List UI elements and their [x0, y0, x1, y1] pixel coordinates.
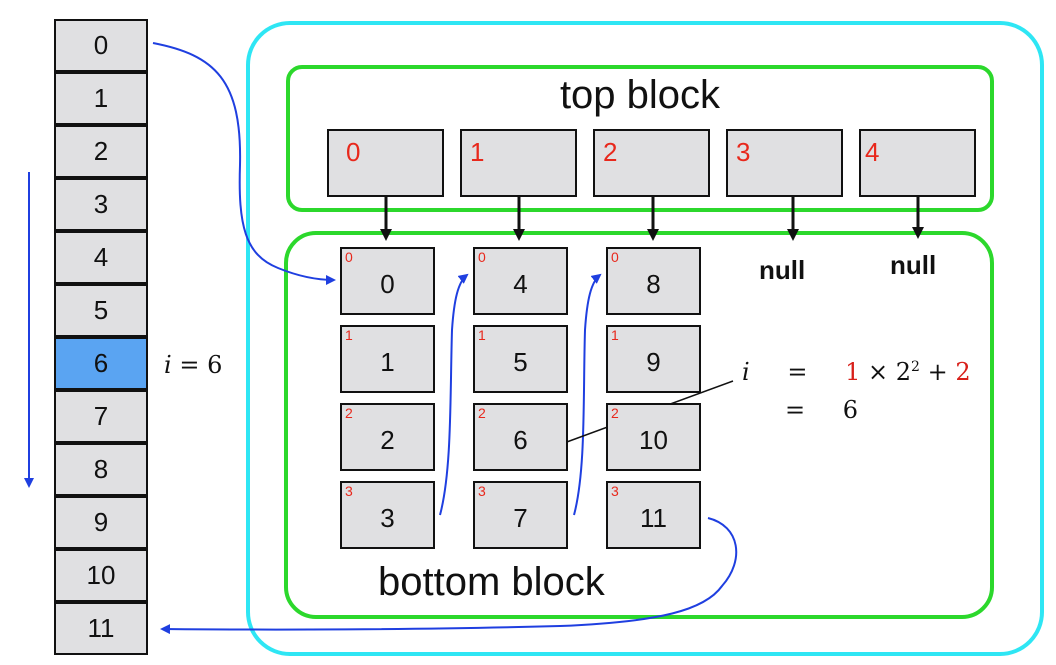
array-cell: 10 — [54, 549, 148, 602]
top-cell-index: 2 — [603, 137, 618, 167]
cell-index-label: 3 — [611, 483, 619, 499]
array-index-label: i = 6 — [164, 353, 222, 377]
arrow-col2-to-col3 — [573, 273, 602, 516]
label-num: 6 — [207, 351, 223, 379]
cell-value: 2 — [380, 425, 395, 455]
label-eq: = — [179, 351, 200, 379]
formula-lhs: i — [742, 358, 750, 386]
cell-value: 8 — [646, 269, 661, 299]
cell-value: 7 — [513, 503, 528, 533]
array-cell: 1 — [54, 72, 148, 125]
array-cell: 8 — [54, 443, 148, 496]
cell-value: 0 — [380, 269, 395, 299]
formula-eq: = — [785, 396, 806, 424]
top-cell: 2 — [593, 129, 710, 197]
top-cell-index: 1 — [470, 137, 485, 167]
cell-value: 1 — [380, 347, 395, 377]
arrow-col1-to-col2 — [439, 273, 469, 516]
top-cell: 1 — [460, 129, 577, 197]
array-cell: 7 — [54, 390, 148, 443]
cell-value: 4 — [513, 269, 528, 299]
cell-index-label: 1 — [345, 327, 353, 343]
top-cell-index: 4 — [865, 137, 880, 167]
array-cell-highlighted: 6 — [54, 337, 148, 390]
bottom-cell: 3 11 — [606, 481, 701, 549]
cell-value: 6 — [513, 425, 528, 455]
array-cell: 4 — [54, 231, 148, 284]
array-cell: 11 — [54, 602, 148, 655]
formula-result: 6 — [842, 396, 859, 424]
bottom-block-frame — [284, 231, 994, 619]
top-block-title: top block — [559, 73, 721, 117]
array-cell: 2 — [54, 125, 148, 178]
top-block-frame — [286, 65, 994, 212]
top-cell-index: 0 — [346, 137, 361, 167]
top-cell: 4 — [859, 129, 976, 197]
formula-times: × — [868, 358, 889, 386]
formula-eq: = — [787, 358, 808, 386]
top-cell: 0 — [327, 129, 444, 197]
top-cell-index: 3 — [736, 137, 751, 167]
cell-index-label: 2 — [478, 405, 486, 421]
cell-value: 10 — [639, 425, 668, 455]
cell-index-label: 3 — [478, 483, 486, 499]
bottom-block-title: bottom block — [378, 560, 605, 604]
label-var: i — [164, 351, 172, 379]
formula-a: 1 — [845, 358, 861, 386]
outer-container — [246, 21, 1044, 656]
arrow-array-to-bottom — [152, 42, 336, 285]
cell-index-label: 2 — [611, 405, 619, 421]
formula-line-2: = 6 — [785, 398, 858, 422]
array-cell: 3 — [54, 178, 148, 231]
cell-index-label: 2 — [345, 405, 353, 421]
cell-index-label: 0 — [611, 249, 619, 265]
formula-c: 2 — [955, 358, 971, 386]
formula-line-1: i = 1 × 22 + 2 — [742, 360, 971, 384]
cell-value: 11 — [640, 503, 667, 533]
cell-index-label: 1 — [478, 327, 486, 343]
cell-value: 5 — [513, 347, 528, 377]
formula-plus: + — [927, 358, 948, 386]
cell-index-label: 3 — [345, 483, 353, 499]
bottom-cell: 2 10 — [606, 403, 701, 471]
cell-index-label: 1 — [611, 327, 619, 343]
formula-b: 2 — [895, 358, 912, 386]
array-cell: 5 — [54, 284, 148, 337]
arrow-back-to-array — [160, 517, 738, 635]
cell-index-label: 0 — [478, 249, 486, 265]
formula-exp: 2 — [911, 359, 920, 375]
cell-index-label: 0 — [345, 249, 353, 265]
cell-value: 9 — [646, 347, 661, 377]
array-cell: 0 — [54, 19, 148, 72]
cell-value: 3 — [380, 503, 395, 533]
null-label: null — [890, 250, 937, 280]
array-cell: 9 — [54, 496, 148, 549]
top-cell: 3 — [726, 129, 843, 197]
null-label: null — [759, 255, 806, 285]
